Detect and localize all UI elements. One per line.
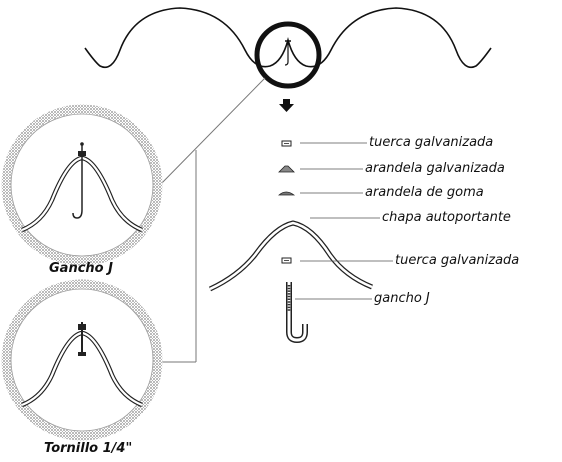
detail-circle-gancho <box>1 104 163 266</box>
part-sheet-arc <box>208 220 373 292</box>
label-arandela-galvanizada: arandela galvanizada <box>365 161 505 176</box>
caption-tornillo: Tornillo 1/4" <box>44 441 133 456</box>
part-galvanized-washer <box>278 165 295 173</box>
label-chapa-autoportante: chapa autoportante <box>382 210 511 225</box>
label-tuerca-galvanizada-2: tuerca galvanizada <box>395 253 520 268</box>
zoom-circle <box>254 21 322 89</box>
label-arandela-de-goma: arandela de goma <box>365 185 484 200</box>
label-tuerca-galvanizada-1: tuerca galvanizada <box>369 135 494 150</box>
part-rubber-washer <box>278 191 296 196</box>
zoom-hook-bend <box>284 61 289 66</box>
caption-gancho-j: Gancho J <box>49 261 113 276</box>
down-arrow-head <box>279 104 294 112</box>
label-gancho-j: gancho J <box>374 291 430 306</box>
down-arrow-shaft <box>283 99 290 104</box>
part-j-hook <box>286 282 308 344</box>
sheet-profile-top <box>84 7 492 69</box>
detail-circle-tornillo <box>1 279 163 441</box>
leader-to-top-detail <box>156 77 266 189</box>
